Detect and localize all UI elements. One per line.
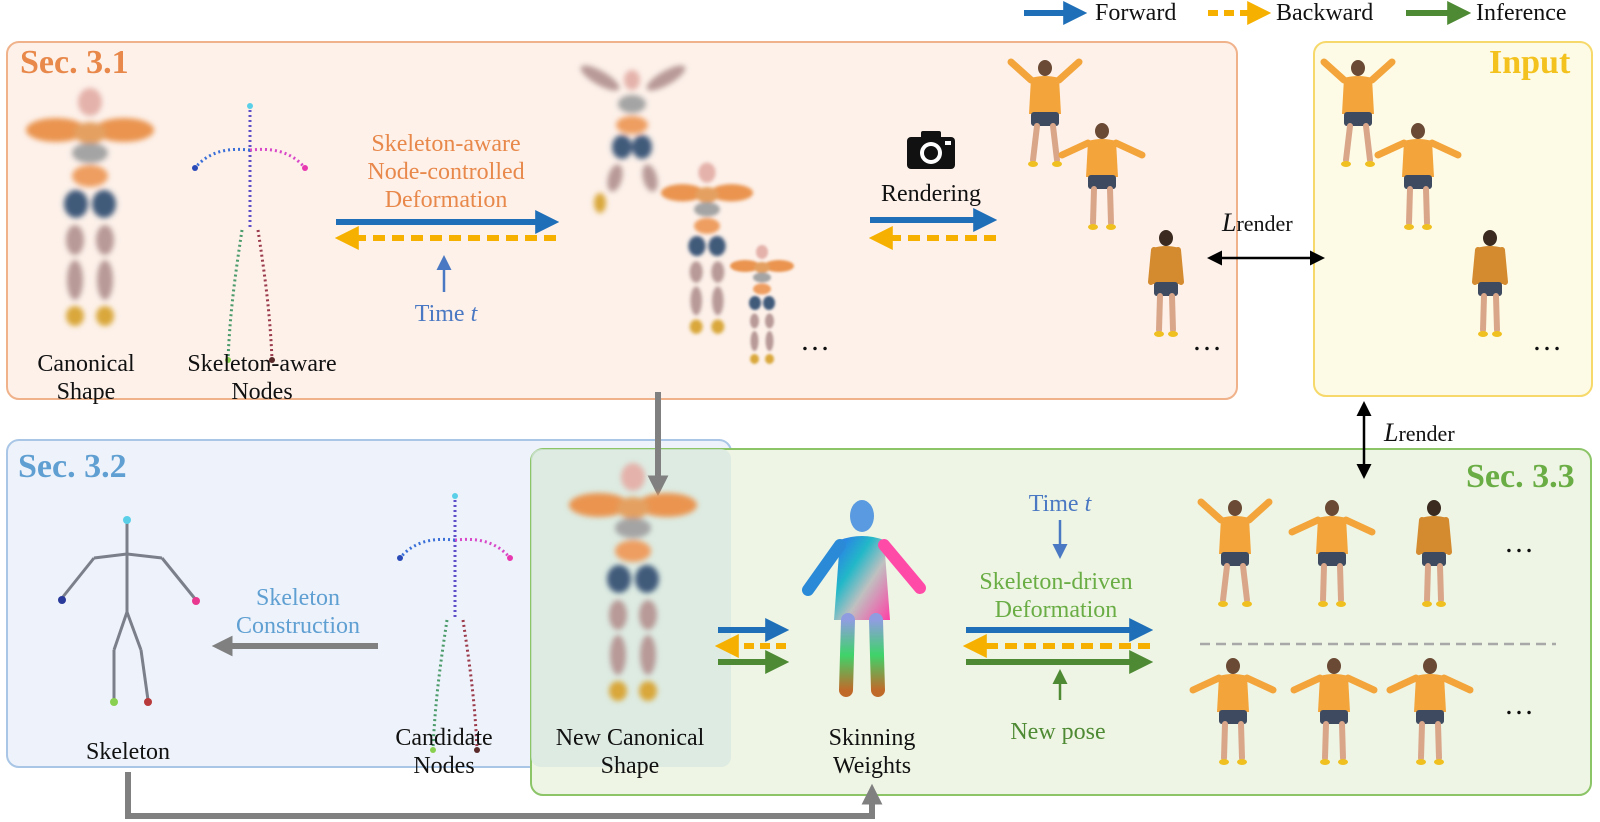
skeleton-label: Skeleton [86,739,170,765]
input-title: Input [1489,44,1571,81]
deformation-label-line3: Deformation [384,187,508,213]
skeleton-construction-line2: Construction [236,613,360,639]
candidate-nodes-label: Candidate Nodes [395,724,492,780]
new-canonical-shape-label: New Canonical Shape [556,724,705,780]
skeleton-aware-nodes-label: Skeleton-aware Nodes [187,350,336,406]
deformation-label: Skeleton-aware Node-controlled Deformati… [367,130,524,214]
ellipsis-deformed: … [800,324,830,357]
canonical-shape-label-line2: Shape [56,379,116,405]
skeleton-driven-line1: Skeleton-driven [979,569,1133,595]
input-box [1313,41,1593,397]
camera-icon [907,131,955,169]
skeleton-aware-nodes-label-line1: Skeleton-aware [187,351,337,377]
time-label-var-bottom: t [1084,491,1092,517]
skinning-weights-figure [802,500,926,697]
candidate-nodes-line1: Candidate [395,725,493,751]
skeleton-driven-label: Skeleton-driven Deformation [979,568,1132,624]
skinning-weights-line2: Weights [832,753,912,779]
loss-label-subscript: render [1236,211,1293,236]
rendering-label: Rendering [881,181,981,207]
skinning-weights-label: Skinning Weights [829,724,916,780]
skeleton-figure [58,516,200,706]
loss-label-symbol-2: L [1384,418,1399,447]
legend-forward-label: Forward [1095,0,1177,26]
canonical-shape-label-line1: Canonical [37,351,135,377]
sec32-title: Sec. 3.2 [18,448,127,485]
skeleton-construction-line1: Skeleton [256,585,340,611]
ellipsis-result-row1: … [1504,526,1534,559]
skeleton-to-skinning-arrow [125,772,883,819]
loss-label-subscript-2: render [1398,421,1455,446]
time-label-word-top: Time [414,301,465,327]
loss-label-symbol: L [1222,208,1237,237]
candidate-nodes-line2: Nodes [413,753,475,779]
sec33-title: Sec. 3.3 [1466,458,1575,495]
ellipsis-rendered: … [1192,324,1222,357]
time-label-var-top: t [470,301,478,327]
legend-backward-label: Backward [1276,0,1374,26]
skeleton-aware-nodes-label-line2: Nodes [231,379,293,405]
new-canonical-shape-line1: New Canonical [555,725,705,751]
sec31-title: Sec. 3.1 [20,44,129,81]
time-t-label-top: Time t [415,300,477,328]
ellipsis-result-row2: … [1504,688,1534,721]
time-label-word-bottom: Time [1028,491,1079,517]
loss-label-horizontal: Lrender [1222,210,1293,236]
deformation-label-line2: Node-controlled [367,159,525,185]
skeleton-driven-line2: Deformation [994,597,1118,623]
new-pose-label: New pose [1010,719,1106,745]
overlap-region [531,449,731,767]
loss-label-vertical: Lrender [1384,420,1455,446]
skinning-weights-line1: Skinning [828,725,916,751]
deformation-label-line1: Skeleton-aware [371,131,521,157]
ellipsis-input: … [1532,324,1562,357]
skeleton-construction-label: Skeleton Construction [236,584,360,640]
canonical-shape-label: Canonical Shape [37,350,134,406]
time-t-label-bottom: Time t [1029,490,1091,518]
legend-inference-label: Inference [1476,0,1567,26]
new-canonical-shape-line2: Shape [600,753,660,779]
deformed-shape-1 [580,65,686,213]
